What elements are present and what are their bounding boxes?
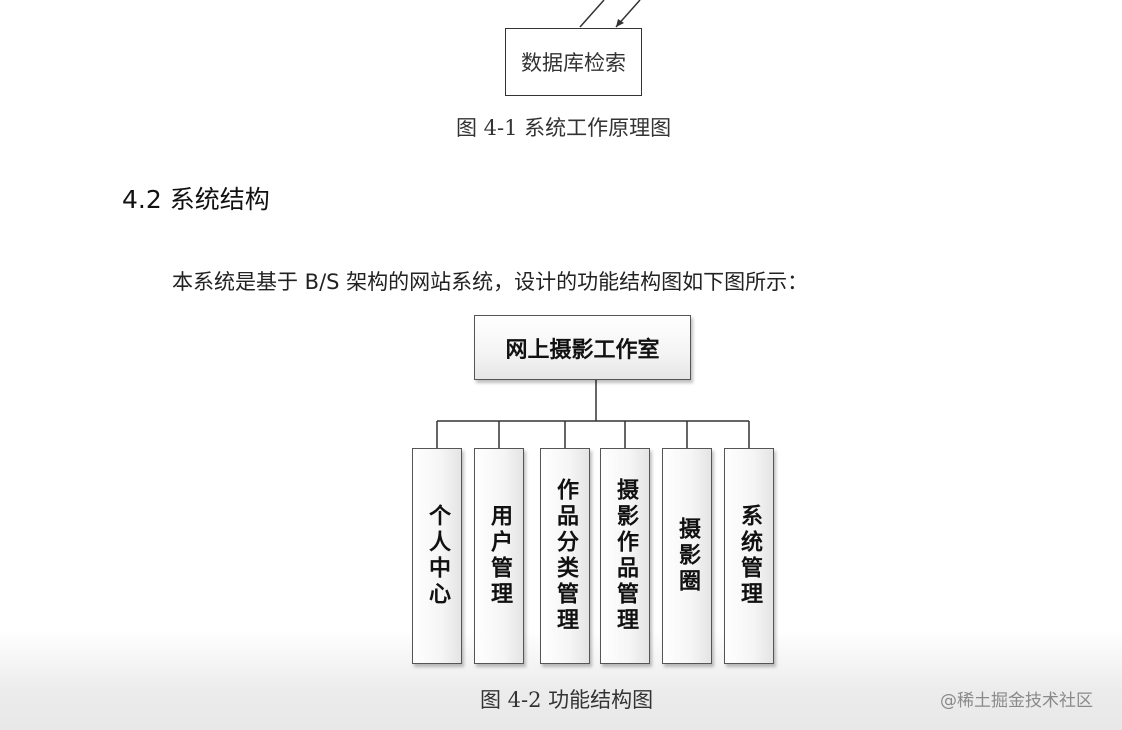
module-box-photo-work-management: 摄影作品管理 xyxy=(600,448,650,664)
module-box-user-management: 用户管理 xyxy=(474,448,524,664)
section-heading: 4.2 系统结构 xyxy=(122,185,270,214)
module-label: 摄影圈 xyxy=(675,517,700,595)
root-node-box: 网上摄影工作室 xyxy=(474,315,691,380)
module-label: 系统管理 xyxy=(737,504,762,608)
figure-4-2-caption: 图 4-2 功能结构图 xyxy=(480,688,654,712)
module-label: 摄影作品管理 xyxy=(613,478,638,634)
module-label: 个人中心 xyxy=(425,504,450,608)
module-label: 用户管理 xyxy=(487,504,512,608)
module-box-photo-circle: 摄影圈 xyxy=(662,448,712,664)
module-box-personal-center: 个人中心 xyxy=(412,448,462,664)
module-label: 作品分类管理 xyxy=(553,478,578,634)
figure-4-1-caption: 图 4-1 系统工作原理图 xyxy=(456,116,672,140)
database-search-box: 数据库检索 xyxy=(505,28,642,96)
database-search-label: 数据库检索 xyxy=(521,51,626,75)
section-paragraph: 本系统是基于 B/S 架构的网站系统，设计的功能结构图如下图所示： xyxy=(172,270,809,294)
module-box-system-management: 系统管理 xyxy=(724,448,774,664)
watermark: @稀土掘金技术社区 xyxy=(940,691,1093,711)
incoming-arrows xyxy=(579,0,641,28)
module-box-work-category-management: 作品分类管理 xyxy=(540,448,590,664)
root-node-label: 网上摄影工作室 xyxy=(505,337,660,363)
